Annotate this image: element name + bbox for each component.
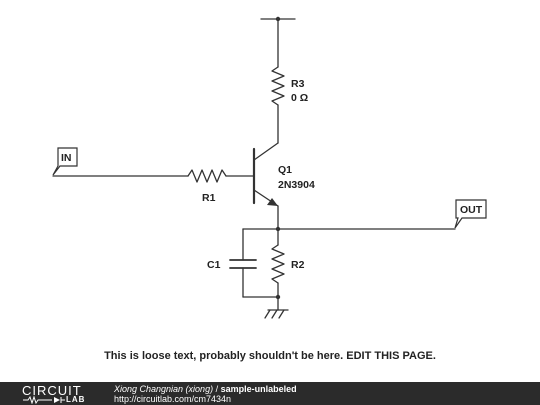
q1-label: Q1 (278, 164, 292, 176)
circuit-url[interactable]: http://circuitlab.com/cm7434n (114, 394, 232, 404)
r3-value: 0 Ω (291, 92, 308, 104)
author-name[interactable]: Xiong Changnian (xiong) (114, 384, 214, 394)
r2-label: R2 (291, 259, 305, 271)
circuitlab-logo-lab: LAB (66, 395, 86, 404)
circuitlab-logo[interactable]: CIRCUIT (22, 383, 82, 398)
loose-text-note: This is loose text, probably shouldn't b… (104, 350, 436, 362)
r3-label: R3 (291, 78, 305, 90)
footer-bar: CIRCUIT LAB Xiong Changnian (xiong) / sa… (0, 382, 540, 405)
author-line: Xiong Changnian (xiong) / sample-unlabel… (114, 384, 297, 394)
q1-collector-lead (253, 142, 279, 161)
out-port[interactable] (454, 199, 487, 229)
out-port-label: OUT (460, 204, 483, 216)
logo-squiggle-icon (23, 395, 65, 404)
circuit-name[interactable]: sample-unlabeled (220, 384, 297, 394)
in-port[interactable] (52, 147, 78, 176)
q1-value: 2N3904 (278, 179, 315, 191)
q1-emitter-arrow (267, 198, 278, 206)
r1-label: R1 (202, 192, 216, 204)
r3-resistor[interactable] (271, 66, 285, 106)
in-port-label: IN (61, 152, 72, 164)
r1-resistor[interactable] (187, 169, 227, 183)
c1-label: C1 (207, 259, 221, 271)
ground-symbol (264, 309, 289, 319)
r2-resistor[interactable] (271, 244, 285, 284)
author-separator: / (215, 384, 219, 394)
